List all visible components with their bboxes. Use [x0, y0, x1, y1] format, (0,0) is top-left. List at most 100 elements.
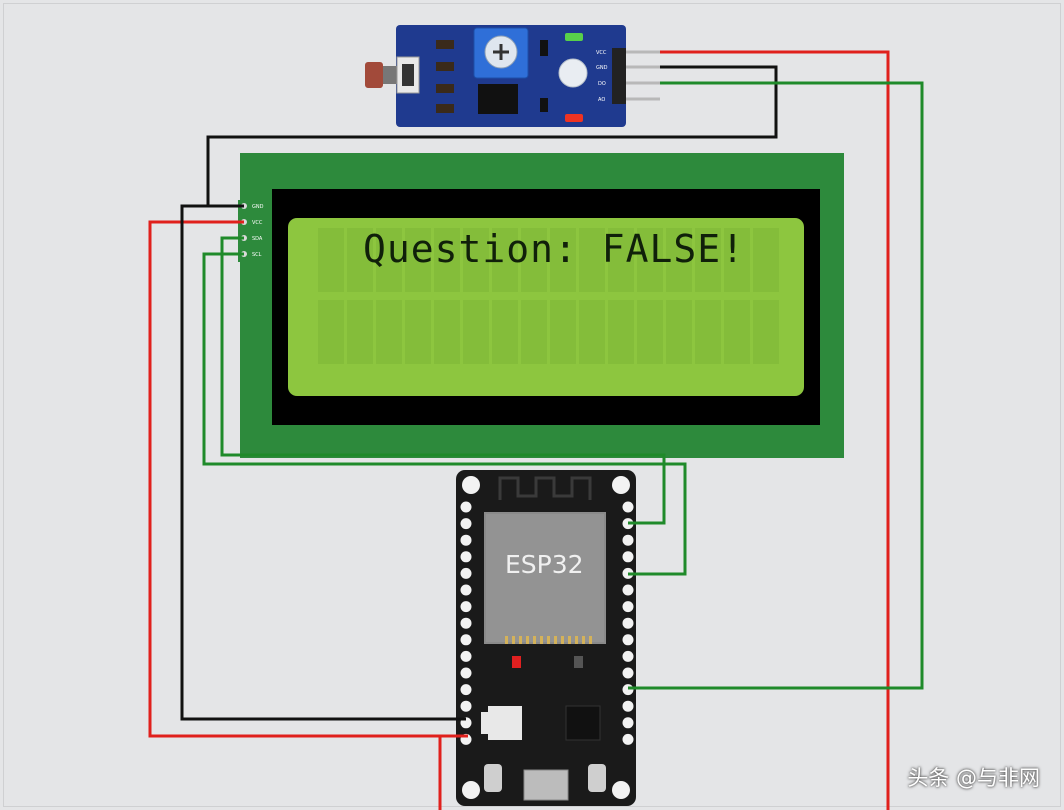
en-button[interactable] — [588, 764, 606, 792]
esp-pin-left[interactable] — [460, 667, 472, 679]
lcd-cell — [347, 228, 373, 292]
esp-pin-right[interactable] — [622, 501, 634, 513]
module-castellations — [505, 636, 592, 644]
lcd-cell — [637, 300, 663, 364]
lcd-cell — [376, 228, 402, 292]
esp-pin-right[interactable] — [622, 733, 634, 745]
comparator-chip — [478, 84, 518, 114]
esp-pin-left[interactable] — [460, 700, 472, 712]
lcd-cell — [405, 300, 431, 364]
lcd-cell — [463, 228, 489, 292]
lcd-cell — [434, 300, 460, 364]
esp-pin-right[interactable] — [622, 584, 634, 596]
photoresistor — [365, 62, 383, 88]
esp-pin-right[interactable] — [622, 551, 634, 563]
mounting-hole — [612, 476, 630, 494]
lcd-cell — [521, 300, 547, 364]
castellation-pad — [554, 636, 557, 644]
usb-port[interactable] — [523, 769, 569, 801]
lcd-cell — [753, 300, 779, 364]
knob-cross-icon — [493, 44, 509, 60]
wires — [148, 50, 924, 810]
boot-button[interactable] — [484, 764, 502, 792]
lcd-cell — [492, 300, 518, 364]
sensor-pin-label: GND — [596, 65, 608, 71]
lcd-cell — [666, 300, 692, 364]
power-led — [512, 656, 521, 668]
castellation-pad — [589, 636, 592, 644]
lcd-cell — [550, 228, 576, 292]
lcd-cell — [608, 228, 634, 292]
lcd-cell — [318, 300, 344, 364]
capacitor — [540, 40, 548, 56]
castellation-pad — [575, 636, 578, 644]
mounting-hole — [462, 781, 480, 799]
mounting-hole — [612, 781, 630, 799]
esp-pin-right[interactable] — [622, 650, 634, 662]
castellation-pad — [561, 636, 564, 644]
esp-pin-left[interactable] — [460, 567, 472, 579]
lcd-cell — [521, 228, 547, 292]
lcd-pin-label: VCC — [252, 220, 263, 226]
esp-pin-right[interactable] — [622, 617, 634, 629]
esp-pin-left[interactable] — [460, 617, 472, 629]
lcd-cell — [550, 300, 576, 364]
esp-pin-left[interactable] — [460, 601, 472, 613]
mounting-hole — [462, 476, 480, 494]
canvas-frame — [3, 3, 1061, 807]
esp-pin-right[interactable] — [622, 667, 634, 679]
lcd-cell — [637, 228, 663, 292]
lcd-module[interactable]: Question: FALSE! GND VCC SDA SCL — [238, 153, 844, 458]
esp-header-pins — [460, 501, 634, 745]
regulator-tab — [481, 712, 489, 734]
lcd-cell — [405, 228, 431, 292]
esp-pin-left[interactable] — [460, 650, 472, 662]
esp32-label: ESP32 — [505, 550, 584, 579]
lcd-pin-label: SDA — [252, 236, 263, 242]
castellation-pad — [582, 636, 585, 644]
esp-pin-left[interactable] — [460, 684, 472, 696]
wire-sensor-vcc — [660, 50, 890, 810]
esp-pin-right[interactable] — [622, 717, 634, 729]
mounting-hole — [558, 58, 588, 88]
wire-lcd-scl — [202, 252, 687, 576]
power-led — [565, 33, 583, 41]
resistor — [436, 62, 454, 71]
resistor — [436, 84, 454, 93]
esp-pin-right[interactable] — [622, 534, 634, 546]
lcd-pin-label: GND — [252, 204, 264, 210]
esp-pin-right[interactable] — [622, 700, 634, 712]
photoresistor-leads — [383, 66, 397, 84]
esp-pin-right[interactable] — [622, 601, 634, 613]
lcd-cell — [695, 228, 721, 292]
lcd-cell — [318, 228, 344, 292]
lcd-cell — [492, 228, 518, 292]
esp-pin-right[interactable] — [622, 634, 634, 646]
esp-pin-left[interactable] — [460, 501, 472, 513]
lcd-cell — [463, 300, 489, 364]
castellation-pad — [505, 636, 508, 644]
light-sensor-module[interactable]: VCC GND DO AO — [365, 25, 660, 127]
sensor-pin-label: AO — [598, 97, 605, 103]
signal-led — [565, 114, 583, 122]
sensor-pin-label: VCC — [596, 50, 607, 56]
esp-pin-left[interactable] — [460, 518, 472, 530]
castellation-pad — [540, 636, 543, 644]
castellation-pad — [568, 636, 571, 644]
castellation-pad — [526, 636, 529, 644]
wire-sensor-do — [628, 81, 924, 690]
esp-module-face — [486, 514, 604, 642]
castellation-pad — [512, 636, 515, 644]
esp-pin-left[interactable] — [460, 551, 472, 563]
esp-pin-left[interactable] — [460, 634, 472, 646]
esp-pin-left[interactable] — [460, 584, 472, 596]
esp-pin-left[interactable] — [460, 534, 472, 546]
socket-slot — [402, 64, 414, 86]
lcd-message: Question: FALSE! — [363, 227, 745, 271]
castellation-pad — [533, 636, 536, 644]
esp-pin-right[interactable] — [622, 684, 634, 696]
esp32-board[interactable]: ESP32 — [456, 470, 636, 806]
smd-component — [574, 656, 583, 668]
sensor-pin-label: DO — [598, 81, 606, 87]
